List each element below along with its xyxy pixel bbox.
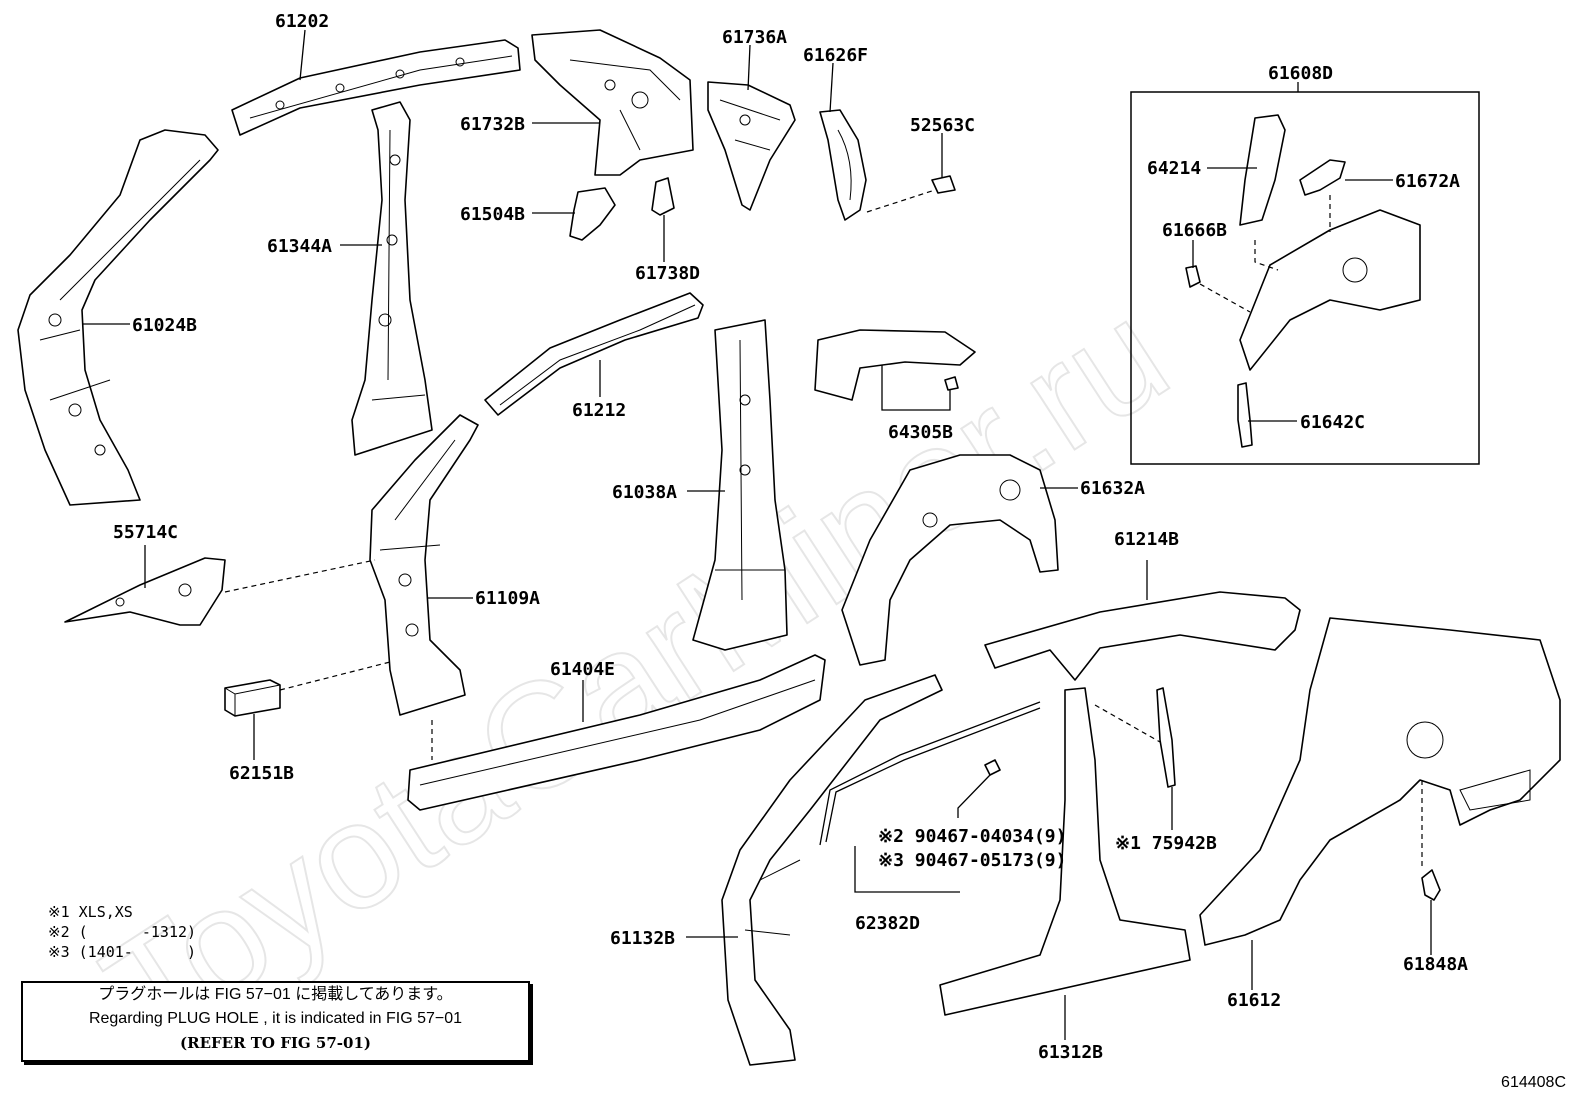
part-61202 — [231, 39, 521, 136]
part-61024B — [17, 129, 219, 506]
refer-to-fig-link[interactable]: (REFER TO FIG 57-01) — [180, 1034, 371, 1052]
callout-61736A: 61736A — [722, 27, 787, 48]
callout-61672A: 61672A — [1395, 171, 1460, 192]
part-61612 — [1199, 617, 1561, 946]
callout-61202: 61202 — [275, 11, 329, 32]
note-3: ※3 (1401- ) — [48, 943, 197, 961]
callout-62151B: 62151B — [229, 763, 294, 784]
callout-61404E: 61404E — [550, 659, 615, 680]
callout-61642C: 61642C — [1300, 412, 1365, 433]
callout-90467-05173: ※3 90467-05173(9) — [878, 850, 1066, 871]
callout-62382D: 62382D — [855, 913, 920, 934]
part-61632A — [841, 454, 1059, 666]
part-61666B — [1185, 265, 1201, 288]
callout-61738D: 61738D — [635, 263, 700, 284]
callout-61504B: 61504B — [460, 204, 525, 225]
part-61214B — [984, 591, 1301, 681]
part-61404E — [407, 654, 826, 811]
part-75942B — [1156, 687, 1176, 788]
callout-52563C: 52563C — [910, 115, 975, 136]
assembly-dash-lines — [224, 189, 1423, 870]
part-61608D — [1239, 209, 1421, 371]
figure-number: 614408C — [1501, 1074, 1566, 1091]
callout-55714C: 55714C — [113, 522, 178, 543]
note-1: ※1 XLS,XS — [48, 903, 133, 921]
part-61736A — [707, 81, 796, 211]
part-61312B — [939, 687, 1191, 1016]
part-61732B — [531, 29, 694, 176]
callout-61038A: 61038A — [612, 482, 677, 503]
part-64214 — [1239, 114, 1286, 226]
part-61642C — [1237, 382, 1253, 448]
part-61212 — [484, 292, 704, 416]
callout-61344A: 61344A — [267, 236, 332, 257]
callout-labels: 61202 61732B 61736A 61626F 52563C 61608D… — [113, 11, 1468, 1063]
part-61738D — [651, 177, 675, 216]
plug-hole-note-box: プラグホールは FIG 57−01 に掲載してあります。 Regarding P… — [21, 981, 530, 1062]
callout-61109A: 61109A — [475, 588, 540, 609]
callout-61632A: 61632A — [1080, 478, 1145, 499]
callout-61608D: 61608D — [1268, 63, 1333, 84]
callout-61666B: 61666B — [1162, 220, 1227, 241]
applicability-notes: ※1 XLS,XS ※2 ( -1312) ※3 (1401- ) — [48, 902, 196, 962]
watermark: ToyotaCarMiner.ru — [76, 268, 1195, 1076]
callout-75942B: ※1 75942B — [1115, 833, 1217, 854]
part-61672A — [1299, 159, 1346, 196]
group-box-61608D — [1130, 91, 1480, 465]
part-61109A — [369, 414, 479, 716]
callout-61024B: 61024B — [132, 315, 197, 336]
callout-61132B: 61132B — [610, 928, 675, 949]
part-61626F — [819, 109, 867, 221]
part-61132B — [721, 674, 943, 1066]
callout-90467-04034: ※2 90467-04034(9) — [878, 826, 1066, 847]
part-52563C — [931, 175, 956, 194]
part-61504B — [569, 187, 616, 241]
part-61344A — [351, 101, 433, 456]
callout-64214: 64214 — [1147, 158, 1201, 179]
part-61848A — [1421, 869, 1441, 901]
callout-61312B: 61312B — [1038, 1042, 1103, 1063]
plug-hole-note-en: Regarding PLUG HOLE , it is indicated in… — [88, 1010, 463, 1027]
callout-61626F: 61626F — [803, 45, 868, 66]
leader-lines — [82, 29, 1432, 1040]
callout-64305B: 64305B — [888, 422, 953, 443]
callout-61848A: 61848A — [1403, 954, 1468, 975]
note-2: ※2 ( -1312) — [48, 923, 197, 941]
part-62151B — [224, 679, 281, 717]
callout-61732B: 61732B — [460, 114, 525, 135]
callout-61612: 61612 — [1227, 990, 1281, 1011]
part-64305B — [814, 329, 976, 401]
callout-61212: 61212 — [572, 400, 626, 421]
part-61038A — [692, 319, 788, 651]
callout-61214B: 61214B — [1114, 529, 1179, 550]
part-55714C — [64, 557, 226, 626]
part-62382D — [819, 701, 1041, 846]
plug-hole-note-jp: プラグホールは FIG 57−01 に掲載してあります。 — [98, 986, 453, 1003]
